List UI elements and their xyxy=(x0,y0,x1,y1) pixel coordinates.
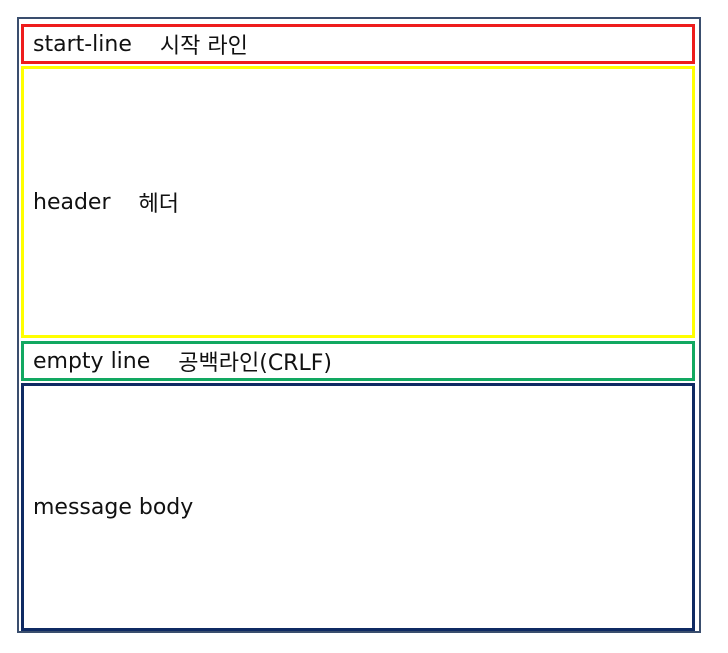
empty-line-label: empty line xyxy=(33,348,151,374)
header-section: header 헤더 xyxy=(21,66,695,338)
empty-line-korean-label: 공백라인(CRLF) xyxy=(178,351,332,376)
message-body-section: message body xyxy=(21,383,695,631)
start-line-korean-label: 시작 라인 xyxy=(159,34,248,59)
start-line-label: start-line xyxy=(33,31,132,57)
header-label: header xyxy=(33,189,111,215)
header-korean-label: 헤더 xyxy=(138,192,179,217)
start-line-section: start-line 시작 라인 xyxy=(21,24,695,64)
empty-line-section: empty line 공백라인(CRLF) xyxy=(21,341,695,381)
http-message-frame xyxy=(17,17,701,633)
message-body-label: message body xyxy=(33,494,194,520)
